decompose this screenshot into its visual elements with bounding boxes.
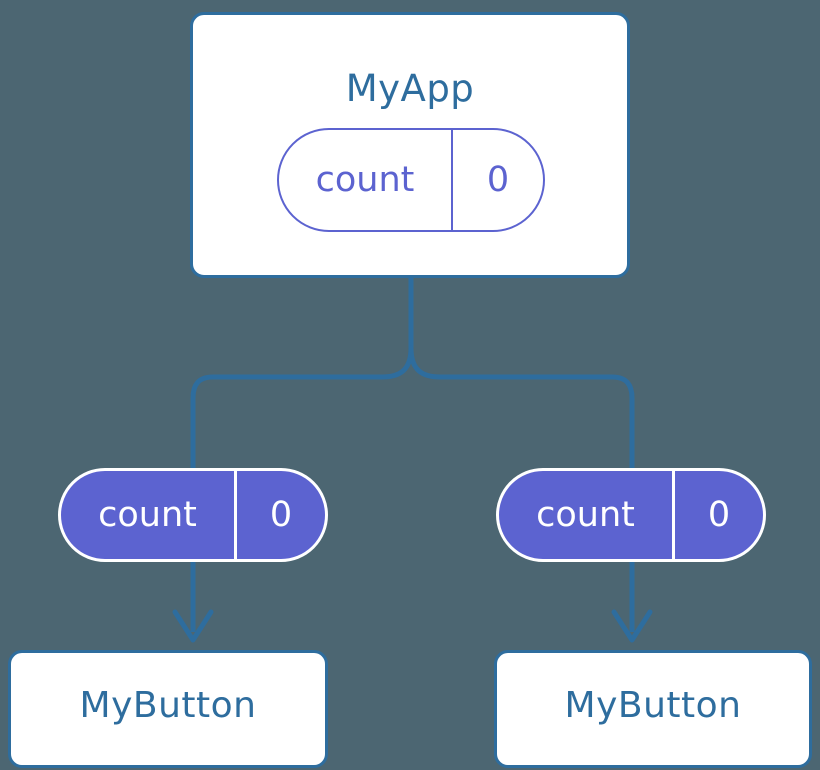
arrow-head-right-icon bbox=[611, 609, 653, 643]
state-pill-root[interactable]: count 0 bbox=[277, 128, 545, 232]
state-pill-root-value: 0 bbox=[486, 160, 510, 200]
component-box-mybutton-1[interactable]: MyButton bbox=[8, 650, 328, 768]
connector-fork-right bbox=[408, 345, 635, 471]
state-pill-root-key: count bbox=[279, 130, 453, 230]
component-title-mybutton-1: MyButton bbox=[79, 685, 257, 726]
component-box-mybutton-2[interactable]: MyButton bbox=[494, 650, 812, 768]
arrow-head-left-icon bbox=[172, 609, 214, 643]
state-pill-child-2-key: count bbox=[499, 471, 675, 559]
state-pill-child-2-value: 0 bbox=[707, 495, 731, 535]
state-pill-child-1-key: count bbox=[61, 471, 237, 559]
connector-fork-left bbox=[190, 345, 414, 471]
state-pill-child-2[interactable]: count 0 bbox=[496, 468, 766, 562]
state-pill-child-1-value: 0 bbox=[269, 495, 293, 535]
component-title-mybutton-2: MyButton bbox=[564, 685, 742, 726]
state-pill-child-1[interactable]: count 0 bbox=[58, 468, 328, 562]
component-title-myapp: MyApp bbox=[345, 67, 475, 110]
